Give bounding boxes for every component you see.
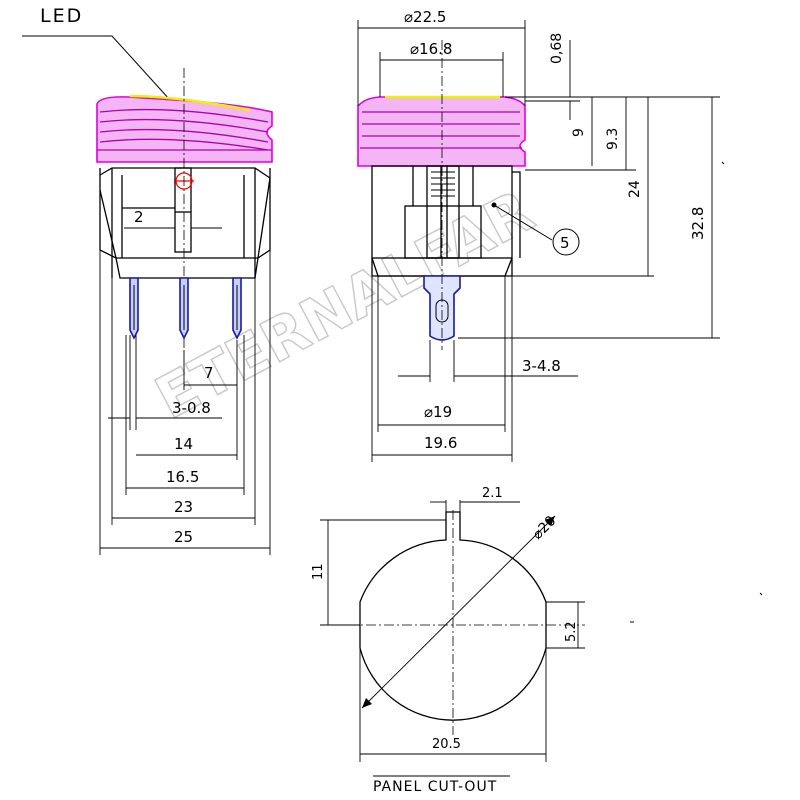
dim-pin-thickness: 3-0.8 <box>172 399 211 417</box>
dim-outer-diameter: ⌀22.5 <box>404 8 446 26</box>
left-bezel <box>96 94 273 163</box>
dim-terminal-width: 3-4.8 <box>522 357 561 375</box>
right-bezel <box>357 95 526 167</box>
callout-balloon <box>552 228 580 256</box>
led-highlight <box>129 94 251 112</box>
dim-clip-width: 23 <box>174 498 193 516</box>
dim-base-width: 16.5 <box>166 468 199 486</box>
panel-cutout-view: ⌀20 2.1 11 5.2 20.5 PANEL CUT-OUT <box>311 486 585 795</box>
watermark: ETERNALFAR <box>144 176 545 433</box>
dim-head-height: 9.3 <box>605 128 621 150</box>
left-dimensions: 2 7 3-0.8 14 16.5 23 25 <box>100 208 270 549</box>
dim-cutout-diameter: ⌀20 <box>530 513 560 543</box>
dim-notch-height: 5.2 <box>564 621 579 642</box>
right-top-dimensions: ⌀22.5 ⌀16.8 <box>358 8 525 61</box>
dim-flat-width: 20.5 <box>432 737 461 752</box>
dim-pin-span: 14 <box>174 435 193 453</box>
cutout-outline <box>359 511 547 721</box>
callout-balloon-number: 5 <box>560 234 570 252</box>
left-body <box>99 167 271 279</box>
dim-overall-width: 25 <box>174 528 193 546</box>
dim-bezel-height: 9 <box>571 128 587 137</box>
right-side-view: 5 ⌀22.5 ⌀16.8 <box>357 8 720 462</box>
spring-coils <box>431 171 455 197</box>
watermark-text: ETERNALFAR <box>145 177 545 433</box>
dim-key-width: 2.1 <box>482 486 503 501</box>
panel-cutout-caption: PANEL CUT-OUT <box>373 779 497 795</box>
dim-inner-diameter: ⌀16.8 <box>410 40 452 58</box>
dim-pin-offset: 2 <box>134 208 144 226</box>
dim-pin-pitch: 7 <box>204 364 214 382</box>
dim-overall-height: 32.8 <box>689 207 707 240</box>
right-bottom-dimensions: 3-4.8 ⌀19 19.6 <box>372 357 578 456</box>
led-leader-line <box>22 35 171 101</box>
left-extension-lines <box>99 250 271 555</box>
terminal <box>423 275 461 341</box>
left-front-view: LED <box>22 5 273 555</box>
dim-clip-span: 19.6 <box>424 434 457 452</box>
led-label: LED <box>40 5 83 27</box>
dim-body-height: 24 <box>627 180 643 198</box>
dim-flat-height: 11 <box>311 563 326 580</box>
dim-cap-thickness: 0,68 <box>549 33 565 64</box>
right-extension-lines <box>458 96 720 339</box>
left-pins <box>129 277 242 340</box>
right-vertical-dimensions: 0,68 9 9.3 24 32.8 <box>549 33 713 338</box>
dim-body-diameter: ⌀19 <box>424 403 452 421</box>
